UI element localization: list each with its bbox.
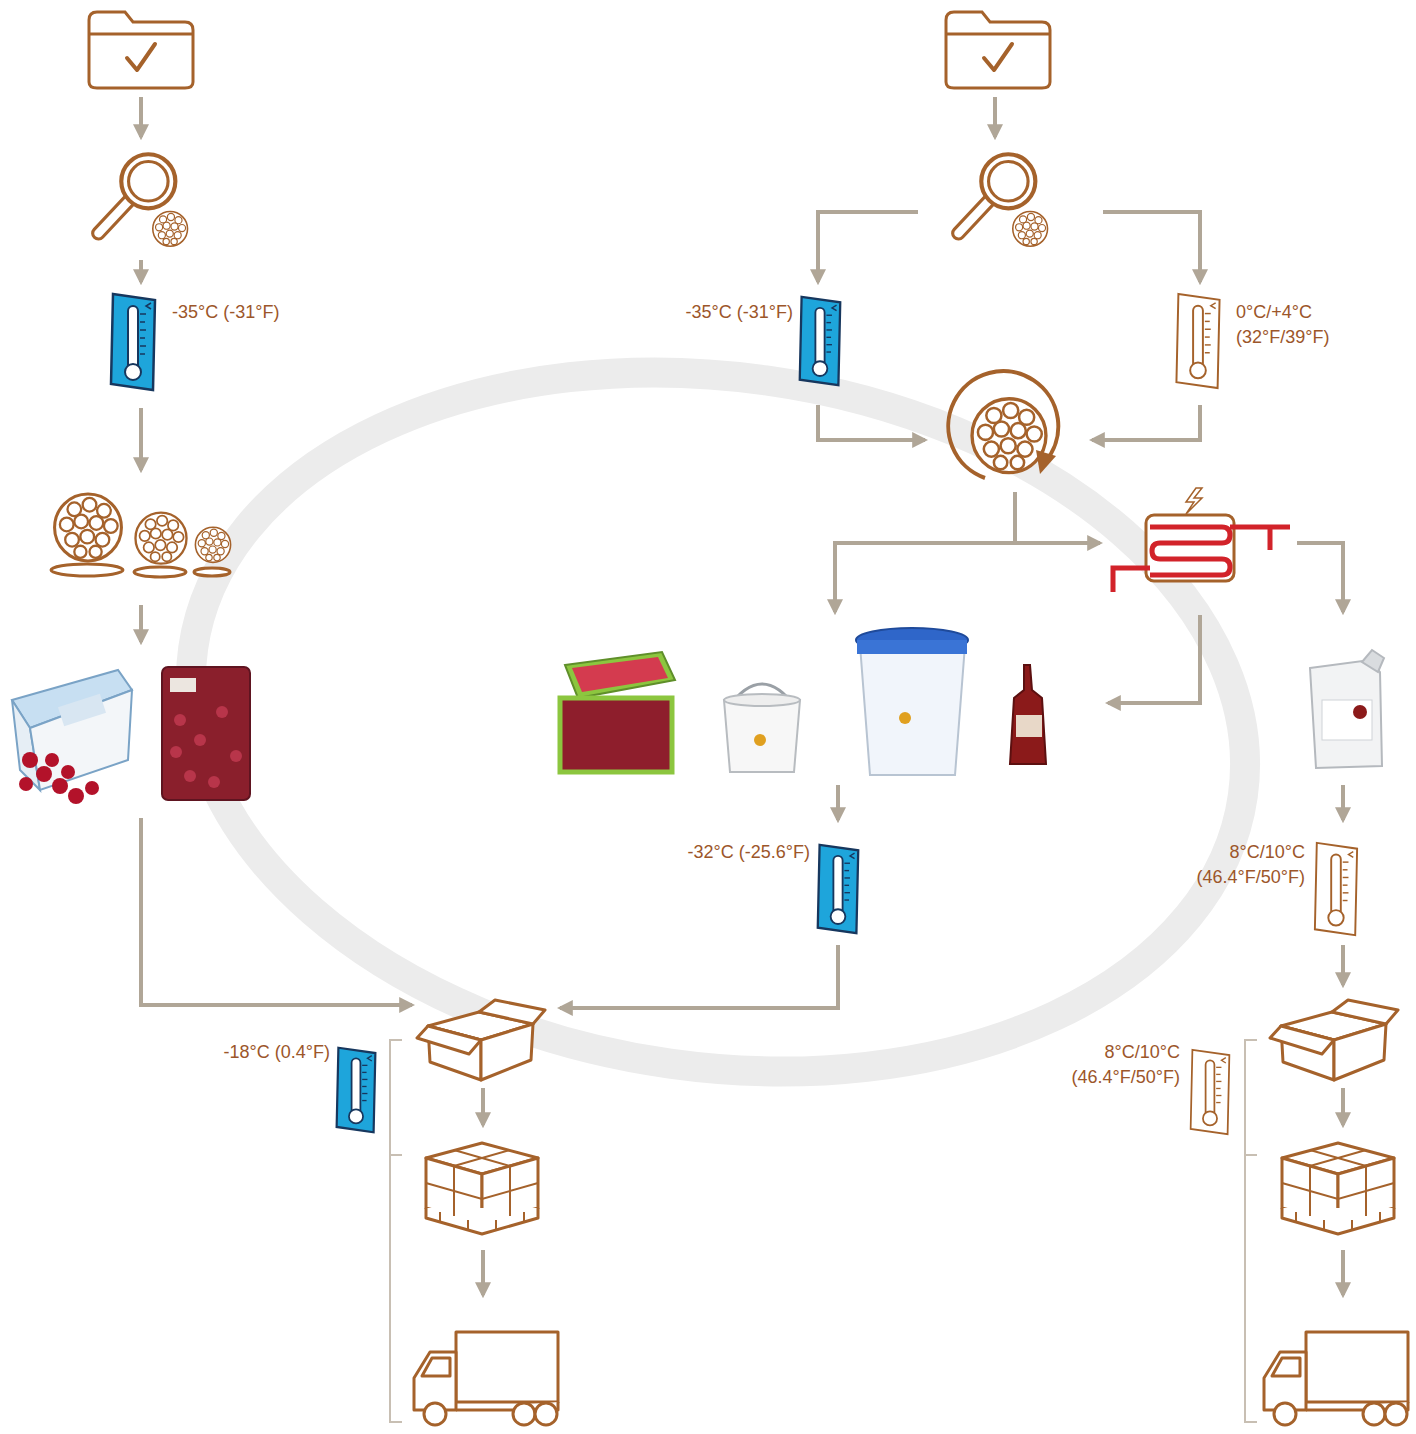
heat-exchanger bbox=[1113, 488, 1290, 592]
flow-arrows bbox=[141, 97, 1343, 1295]
icons bbox=[51, 12, 1408, 1425]
temperature-label: -32°C (-25.6°F) bbox=[688, 840, 810, 865]
temperature-label: -18°C (0.4°F) bbox=[224, 1040, 330, 1065]
background-swoosh bbox=[145, 307, 1291, 1138]
temperature-label: 0°C/+4°C (32°F/39°F) bbox=[1236, 300, 1376, 350]
temperature-label: -35°C (-31°F) bbox=[172, 300, 279, 325]
temperature-label: -35°C (-31°F) bbox=[686, 300, 793, 325]
temperature-label: 8°C/10°C (46.4°F/50°F) bbox=[1030, 1040, 1180, 1090]
products bbox=[12, 628, 1384, 804]
temperature-label: 8°C/10°C (46.4°F/50°F) bbox=[1155, 840, 1305, 890]
